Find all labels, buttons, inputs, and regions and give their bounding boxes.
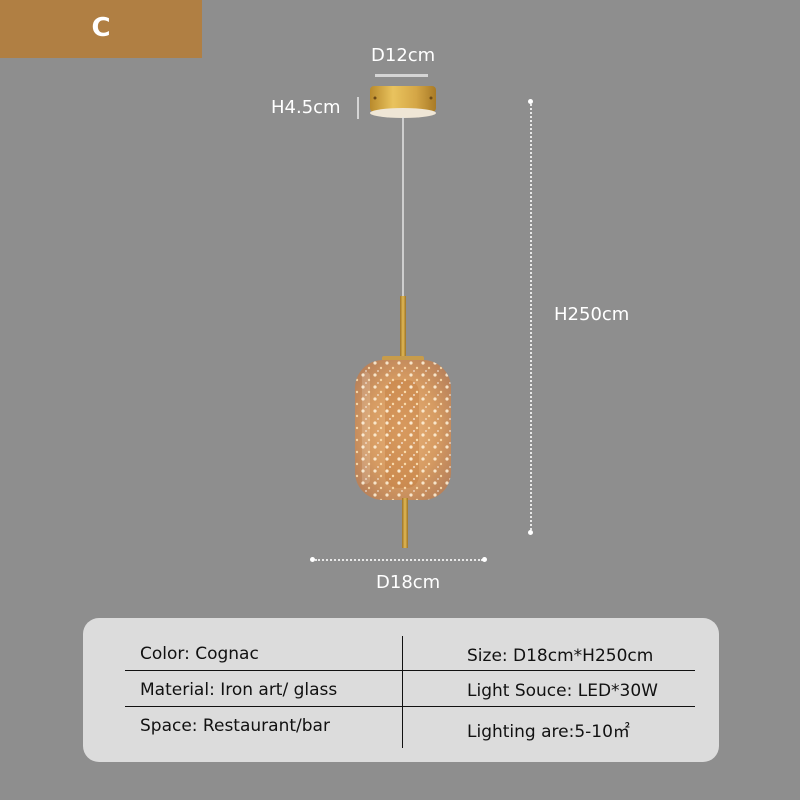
lower-rod xyxy=(402,498,408,548)
shade-diameter-line xyxy=(315,559,483,561)
column-divider xyxy=(402,636,403,748)
canopy-diameter-line xyxy=(375,74,428,77)
spec-material: Material: Iron art/ glass xyxy=(140,680,338,700)
shade-diameter-label: D18cm xyxy=(376,572,441,593)
spec-color: Color: Cognac xyxy=(140,644,259,664)
pendant-lamp-image xyxy=(355,86,451,548)
canopy-height-line xyxy=(357,97,359,119)
canopy xyxy=(370,86,436,118)
row-divider xyxy=(125,670,695,671)
spec-space: Space: Restaurant/bar xyxy=(140,716,330,736)
total-height-line xyxy=(530,104,532,530)
spec-lighting-area: Lighting are:5-10㎡ xyxy=(467,722,630,742)
width-left-dot xyxy=(310,557,315,562)
width-right-dot xyxy=(482,557,487,562)
row-divider xyxy=(125,706,695,707)
canopy-diameter-label: D12cm xyxy=(371,45,436,66)
specifications-panel: Color: Cognac Material: Iron art/ glass … xyxy=(83,618,719,762)
canopy-height-label: H4.5cm xyxy=(271,97,341,118)
height-top-dot xyxy=(528,99,533,104)
total-height-label: H250cm xyxy=(554,304,630,325)
spec-size: Size: D18cm*H250cm xyxy=(467,646,654,666)
height-bottom-dot xyxy=(528,530,533,535)
spec-light-source: Light Souce: LED*30W xyxy=(467,681,658,701)
variant-badge: C xyxy=(0,0,202,58)
glass-shade xyxy=(355,360,451,500)
upper-rod xyxy=(400,296,406,358)
variant-label: C xyxy=(91,13,111,43)
spec-table: Color: Cognac Material: Iron art/ glass … xyxy=(83,618,719,762)
